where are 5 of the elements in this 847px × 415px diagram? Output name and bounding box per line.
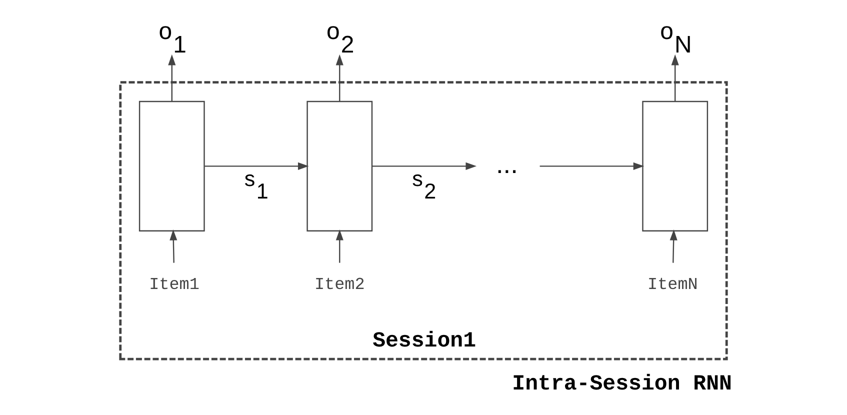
node-text: ItemN (648, 276, 698, 296)
node-text: Item2 (314, 276, 365, 296)
caption: Intra-Session RNN (512, 372, 732, 396)
node-text: ... (496, 148, 518, 179)
node-text: Item1 (149, 276, 200, 296)
